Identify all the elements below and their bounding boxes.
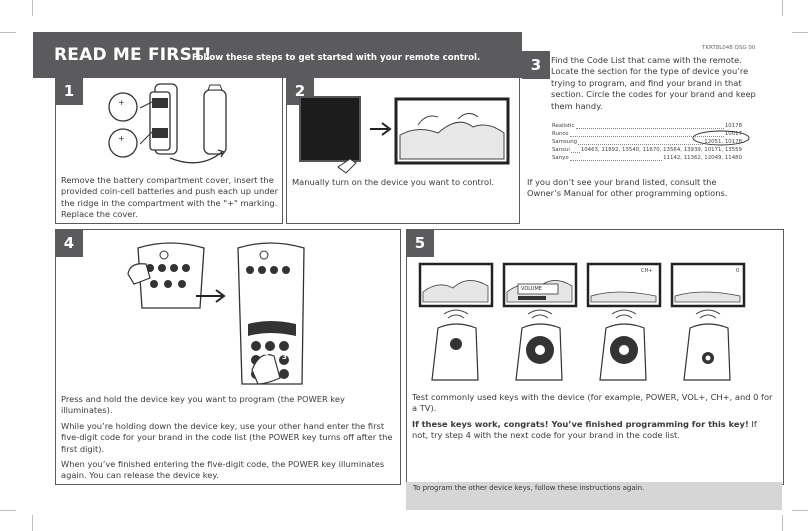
crop-mark — [32, 515, 33, 531]
step-4-panel — [55, 229, 401, 485]
footer-note: To program the other device keys, follow… — [413, 484, 645, 492]
title-bar — [33, 32, 522, 78]
crop-mark — [32, 0, 33, 16]
step-1-text: Remove the battery compartment cover, in… — [61, 175, 279, 220]
step-4-number: 4 — [55, 229, 83, 257]
step-4-paragraph: When you’ve finished entering the five-d… — [61, 459, 385, 481]
step-4-paragraph: Press and hold the device key you want t… — [61, 394, 345, 416]
step-5-paragraph: If these keys work, congrats! You’ve fin… — [412, 419, 774, 442]
zero-overlay-label: 0 — [736, 268, 740, 274]
step-3-number: 3 — [522, 51, 550, 79]
step-4-paragraph: While you’re holding down the device key… — [61, 420, 393, 454]
volume-overlay-label: VOLUME — [521, 286, 542, 292]
plus-marking-bottom: + — [118, 134, 125, 143]
crop-mark — [0, 510, 16, 511]
footer-bar — [406, 482, 782, 510]
ch-plus-overlay-label: CH+ — [641, 268, 653, 274]
remote-programming-illustration — [127, 242, 305, 385]
step-5-text: Test commonly used keys with the device … — [412, 392, 774, 446]
step-3-text: Find the Code List that came with the re… — [551, 55, 756, 111]
plus-marking-top: + — [118, 98, 125, 107]
keypad-digit-3: 3 — [282, 353, 287, 361]
page-subtitle: Follow these steps to get started with y… — [192, 53, 481, 63]
step-2-text: Manually turn on the device you want to … — [292, 177, 495, 187]
step-5-retry-message: If not, try step 4 with the next code fo… — [412, 418, 757, 441]
crop-mark — [782, 0, 783, 16]
crop-mark — [792, 32, 808, 33]
keypad-digit-2: 2 — [264, 353, 269, 361]
circled-codes-mark — [692, 130, 750, 146]
step-1-number: 1 — [55, 77, 83, 105]
crop-mark — [792, 510, 808, 511]
document-code: TKRT8L048 QSG 00 — [702, 45, 756, 51]
crop-mark — [0, 32, 16, 33]
step-5-number: 5 — [406, 229, 434, 257]
step-5-paragraph: Test commonly used keys with the device … — [412, 392, 773, 414]
step-3-note: If you don’t see your brand listed, cons… — [527, 177, 728, 199]
battery-illustration — [108, 83, 227, 164]
page-title: READ ME FIRST! — [54, 45, 212, 65]
step-4-text: Press and hold the device key you want t… — [61, 394, 393, 486]
test-keys-illustration — [418, 262, 746, 381]
step-5-success-message: If these keys work, congrats! You’ve fin… — [412, 418, 749, 429]
crop-mark — [782, 515, 783, 531]
tv-power-illustration — [299, 96, 510, 174]
